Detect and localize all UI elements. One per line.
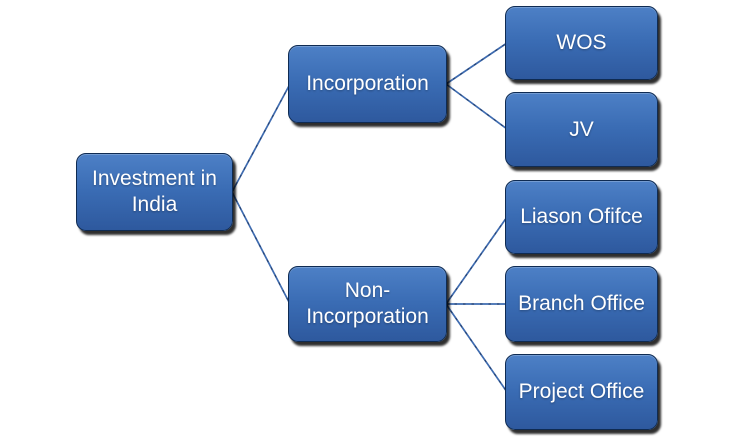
node-branch-office: Branch Office (505, 266, 658, 342)
node-project-office: Project Office (505, 354, 658, 430)
node-project-office-label: Project Office (518, 380, 645, 404)
node-non-incorporation: Non-Incorporation (288, 266, 447, 342)
connector-non-incorporation-project-office (445, 303, 508, 393)
connector-root-non-incorporation (231, 191, 291, 305)
connector-non-incorporation-liason-office (445, 216, 508, 305)
node-investment-in-india: Investment in India (76, 153, 233, 231)
node-wos: WOS (505, 6, 658, 80)
node-liason-office-label: Liason Ofifce (520, 205, 643, 229)
node-branch-office-label: Branch Office (518, 292, 645, 316)
node-investment-in-india-label: Investment in India (92, 167, 217, 216)
node-incorporation-label: Incorporation (306, 72, 429, 96)
node-incorporation: Incorporation (288, 45, 447, 123)
connector-root-incorporation (231, 83, 291, 193)
node-non-incorporation-label: Non-Incorporation (306, 279, 429, 328)
node-jv: JV (505, 92, 658, 167)
connector-incorporation-jv (445, 83, 508, 130)
node-liason-office: Liason Ofifce (505, 180, 658, 254)
node-wos-label: WOS (556, 31, 607, 55)
connector-incorporation-wos (445, 42, 508, 85)
node-jv-label: JV (569, 117, 594, 141)
